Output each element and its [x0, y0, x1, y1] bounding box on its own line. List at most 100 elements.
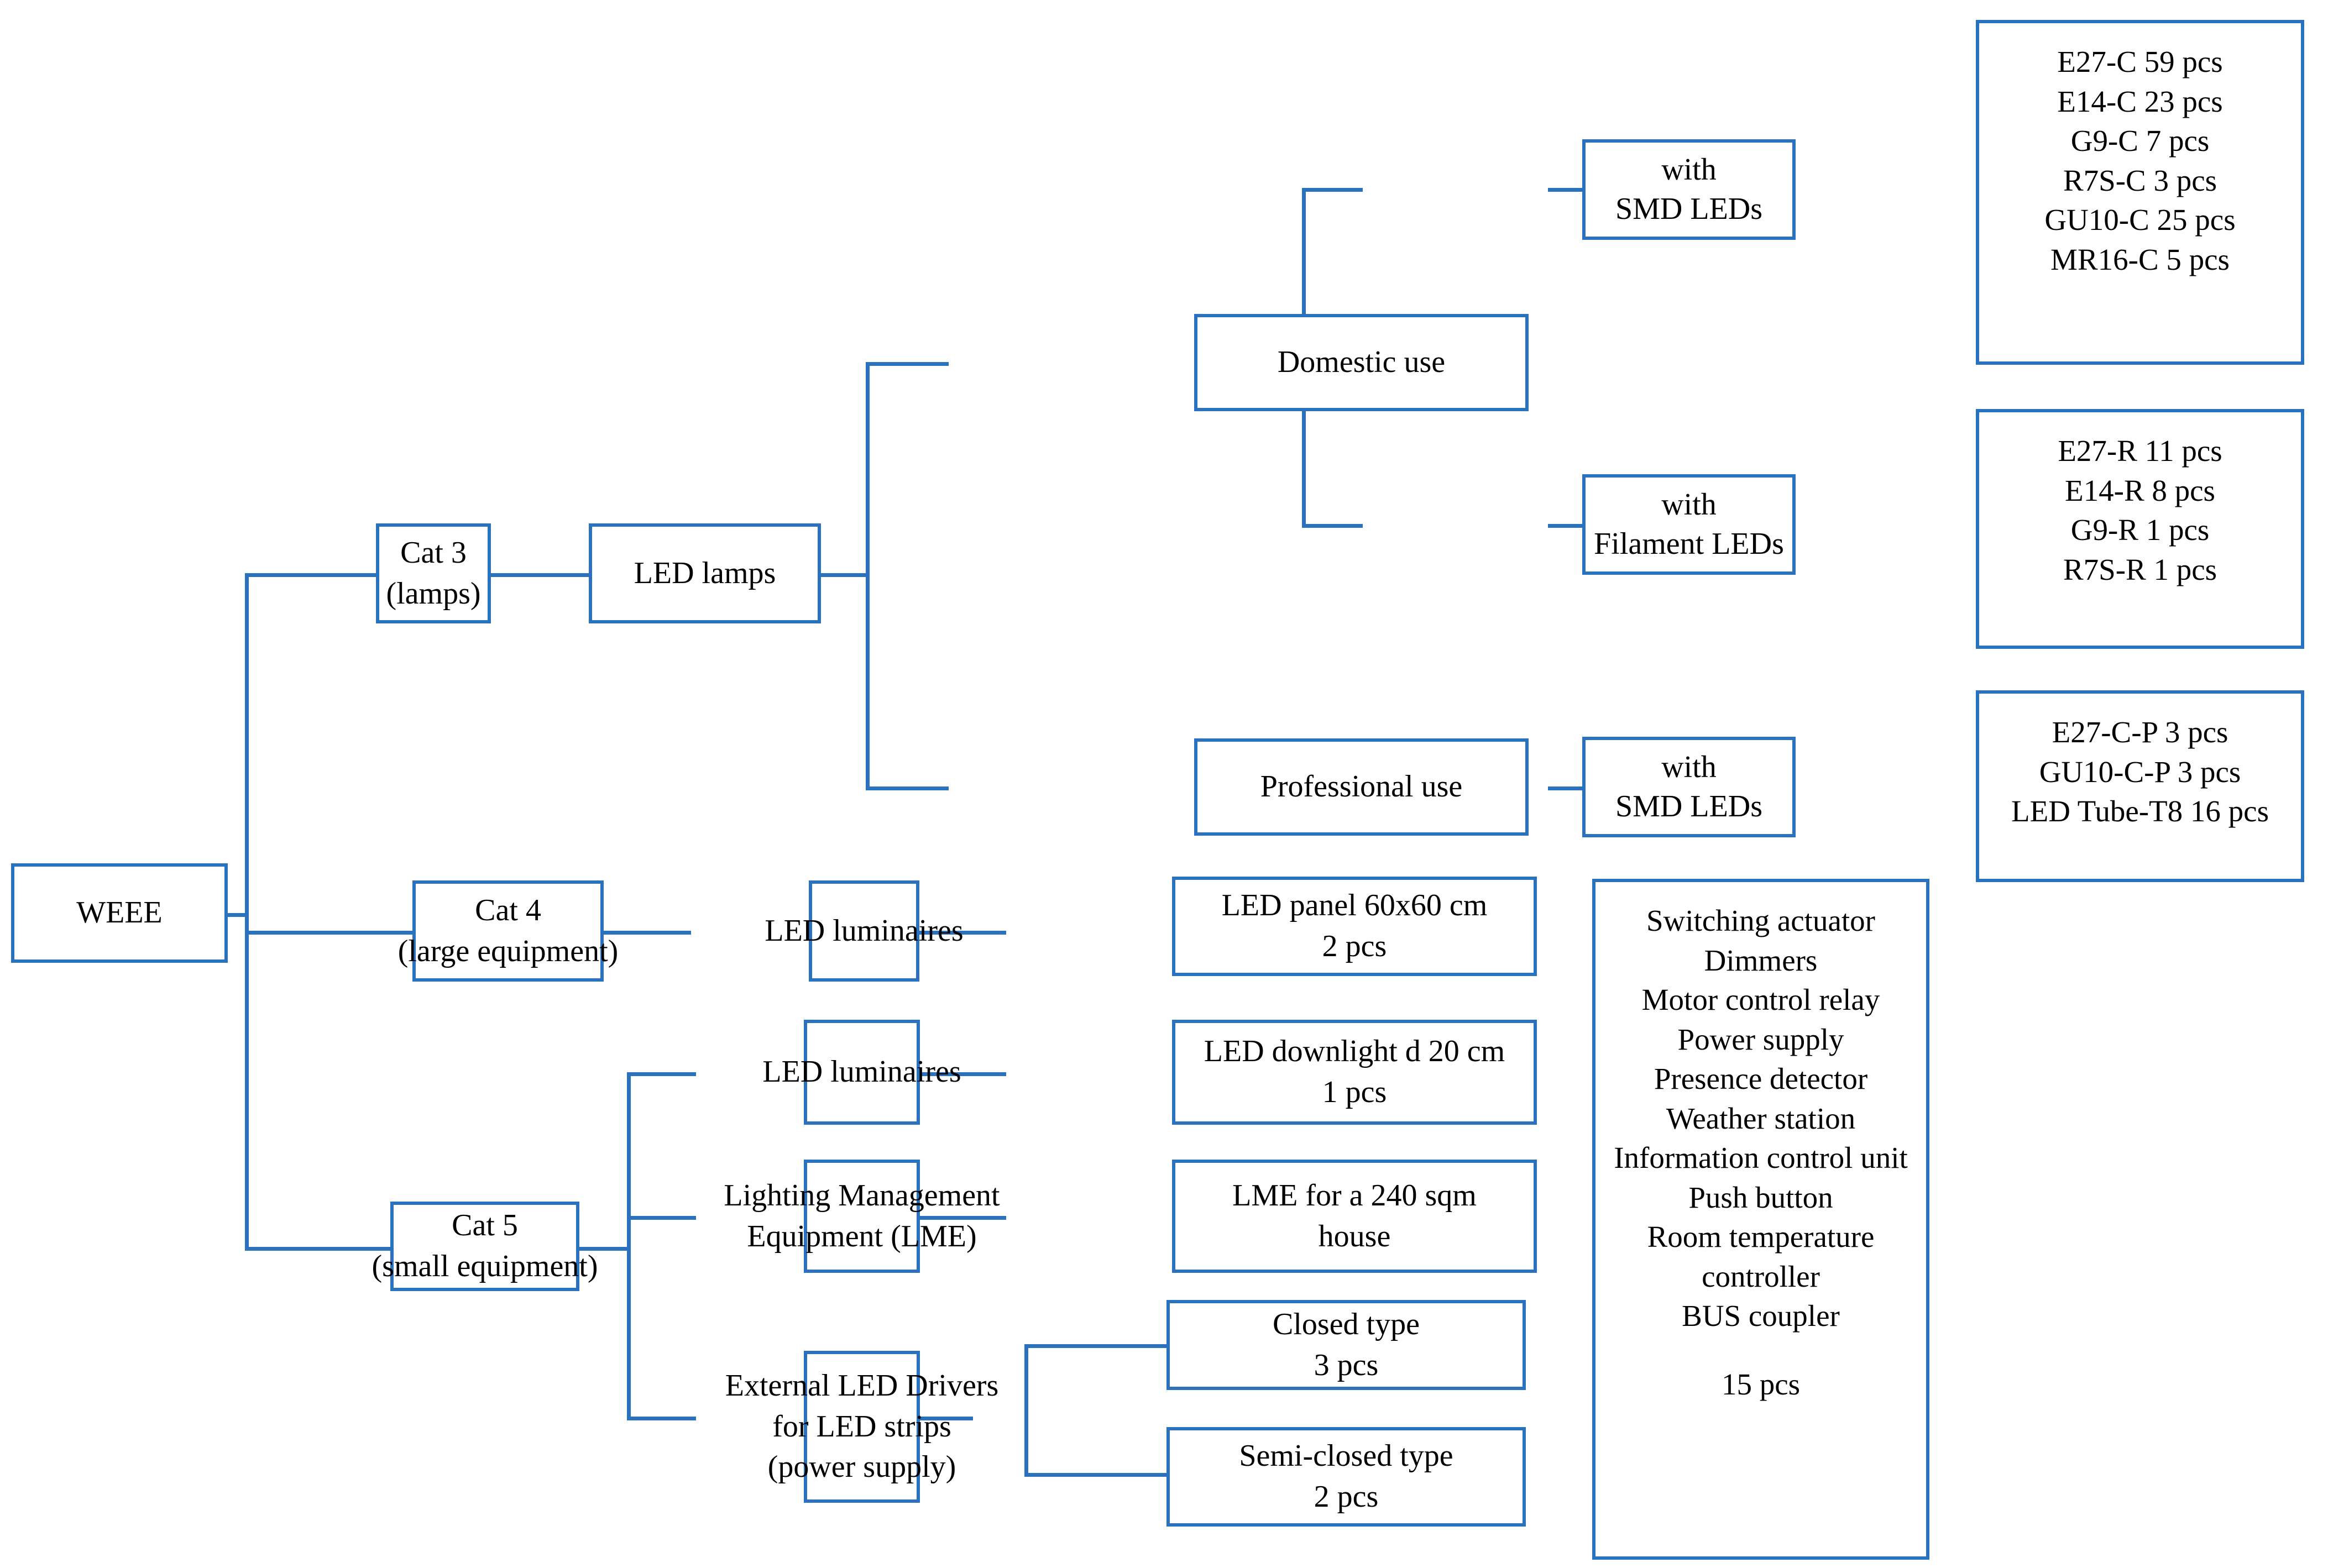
connector-bus-cat345 [245, 573, 249, 1251]
node-lme-components[interactable]: Switching actuator Dimmers Motor control… [1592, 879, 1929, 1560]
node-lme[interactable]: Lighting Management Equipment (LME) [724, 1160, 1000, 1273]
node-smd-professional-line1: with [1661, 750, 1717, 785]
node-weee[interactable]: WEEE [11, 863, 228, 963]
item-line: LED Tube-T8 16 pcs [2011, 794, 2269, 828]
node-cat3-line1: Cat 3 [400, 535, 467, 570]
node-filament-line1: with [1661, 487, 1717, 522]
node-weee-label: WEEE [76, 895, 163, 930]
component-line: Weather station [1666, 1101, 1856, 1135]
connector-bus-to-cat3 [245, 573, 378, 577]
connector-bus-use [866, 362, 870, 790]
item-line: E27-R 11 pcs [2058, 434, 2222, 468]
node-semi-closed-line1: Semi-closed type [1239, 1439, 1453, 1473]
connector-cat3-ledlamps [489, 573, 590, 577]
item-line: R7S-C 3 pcs [2063, 163, 2217, 197]
component-line: Presence detector [1654, 1062, 1868, 1095]
node-external-led-drivers[interactable]: External LED Drivers for LED strips (pow… [725, 1351, 998, 1503]
node-filament-items[interactable]: E27-R 11 pcs E14-R 8 pcs G9-R 1 pcs R7S-… [1976, 409, 2304, 649]
connector-bus-to-smd-domestic [1302, 188, 1363, 192]
item-line: G9-C 7 pcs [2070, 124, 2210, 158]
node-led-downlight-line2: 1 pcs [1322, 1075, 1387, 1109]
component-line: Information control unit [1614, 1141, 1908, 1174]
item-line: E14-C 23 pcs [2057, 84, 2223, 118]
node-smd-professional-line2: SMD LEDs [1615, 789, 1763, 824]
item-line: GU10-C-P 3 pcs [2039, 754, 2241, 789]
node-led-lamps-label: LED lamps [634, 555, 776, 590]
node-smd-professional-items[interactable]: E27-C-P 3 pcs GU10-C-P 3 pcs LED Tube-T8… [1976, 690, 2304, 882]
node-closed-type[interactable]: Closed type 3 pcs [1166, 1300, 1526, 1390]
connector-bus-to-cat5 [245, 1247, 391, 1251]
node-filament-line2: Filament LEDs [1594, 527, 1784, 561]
connector-drivers-out [918, 1417, 973, 1420]
node-cat3[interactable]: Cat 3 (lamps) [376, 523, 491, 623]
item-line: G9-R 1 pcs [2070, 513, 2210, 547]
node-smd-domestic-line2: SMD LEDs [1615, 192, 1763, 226]
node-led-lamps[interactable]: LED lamps [589, 523, 821, 623]
component-line: Dimmers [1704, 943, 1818, 977]
connector-bus-to-lme [627, 1216, 696, 1220]
connector-bus-to-closed [1024, 1344, 1171, 1348]
node-lme-house-line2: house [1318, 1219, 1391, 1254]
item-line: GU10-C 25 pcs [2044, 203, 2236, 237]
node-domestic-use[interactable]: Domestic use [1194, 314, 1529, 411]
item-line: R7S-R 1 pcs [2063, 552, 2217, 586]
item-line: E14-R 8 pcs [2065, 473, 2215, 507]
node-cat4-line1: Cat 4 [475, 893, 541, 927]
node-professional-use[interactable]: Professional use [1194, 738, 1529, 836]
node-with-smd-leds-domestic[interactable]: with SMD LEDs [1582, 139, 1796, 240]
component-line: Room temperature [1647, 1220, 1875, 1254]
connector-bus-to-filament [1302, 524, 1363, 528]
lme-components-total: 15 pcs [1721, 1367, 1801, 1401]
node-cat5-line1: Cat 5 [452, 1208, 518, 1243]
node-closed-type-line2: 3 pcs [1314, 1347, 1379, 1382]
node-cat4-led-luminaires[interactable]: LED luminaires [765, 880, 964, 982]
component-line: controller [1702, 1259, 1820, 1293]
node-cat5-line2: (small equipment) [372, 1249, 598, 1283]
connector-bus-to-domestic [866, 362, 949, 366]
node-led-panel-line2: 2 pcs [1322, 929, 1387, 963]
connector-cat4luminaires-panel [918, 931, 1006, 935]
item-line: E27-C 59 pcs [2057, 45, 2223, 78]
node-drivers-line2: for LED strips [772, 1409, 951, 1444]
node-led-downlight-line1: LED downlight d 20 cm [1204, 1034, 1505, 1069]
node-cat4-line2: (large equipment) [397, 934, 619, 968]
node-led-downlight[interactable]: LED downlight d 20 cm 1 pcs [1172, 1020, 1537, 1125]
component-line: BUS coupler [1682, 1299, 1840, 1333]
connector-cat5luminaires-downlight [918, 1072, 1006, 1076]
node-smd-domestic-items[interactable]: E27-C 59 pcs E14-C 23 pcs G9-C 7 pcs R7S… [1976, 20, 2304, 365]
node-drivers-line1: External LED Drivers [725, 1368, 999, 1403]
node-led-panel[interactable]: LED panel 60x60 cm 2 pcs [1172, 877, 1537, 976]
component-line: Switching actuator [1646, 904, 1875, 937]
node-cat3-line2: (lamps) [386, 576, 481, 611]
connector-ledlamps-out [820, 573, 870, 577]
connector-cat5-out [578, 1247, 631, 1251]
node-professional-use-label: Professional use [1260, 769, 1463, 804]
node-cat4-luminaires-label: LED luminaires [765, 913, 964, 948]
component-line: Push button [1688, 1180, 1833, 1214]
component-line: Motor control relay [1641, 983, 1880, 1016]
connector-bus-to-professional [866, 786, 949, 790]
item-line: MR16-C 5 pcs [2050, 242, 2230, 276]
node-lme-house-line1: LME for a 240 sqm [1232, 1178, 1477, 1213]
node-cat5-luminaires-label: LED luminaires [762, 1055, 961, 1089]
connector-bus-to-cat4 [245, 931, 414, 935]
node-closed-type-line1: Closed type [1273, 1307, 1420, 1341]
node-with-filament-leds[interactable]: with Filament LEDs [1582, 474, 1796, 575]
node-cat5[interactable]: Cat 5 (small equipment) [372, 1202, 598, 1291]
node-drivers-line3: (power supply) [767, 1450, 956, 1485]
connector-bus-to-semiclosed [1024, 1473, 1171, 1477]
node-lme-line1: Lighting Management [724, 1178, 1000, 1213]
connector-bus-to-drivers [627, 1417, 696, 1420]
connector-weee-out [227, 913, 249, 917]
node-cat4[interactable]: Cat 4 (large equipment) [398, 880, 618, 982]
node-smd-domestic-line1: with [1661, 153, 1717, 187]
connector-cat4-luminaires [603, 931, 691, 935]
node-domestic-use-label: Domestic use [1277, 345, 1446, 380]
connector-lme-house [918, 1216, 1006, 1220]
node-cat5-led-luminaires[interactable]: LED luminaires [762, 1020, 961, 1125]
node-semi-closed-type[interactable]: Semi-closed type 2 pcs [1166, 1427, 1526, 1527]
node-with-smd-leds-professional[interactable]: with SMD LEDs [1582, 737, 1796, 837]
node-lme-house[interactable]: LME for a 240 sqm house [1172, 1160, 1537, 1273]
node-lme-line2: Equipment (LME) [747, 1219, 977, 1254]
